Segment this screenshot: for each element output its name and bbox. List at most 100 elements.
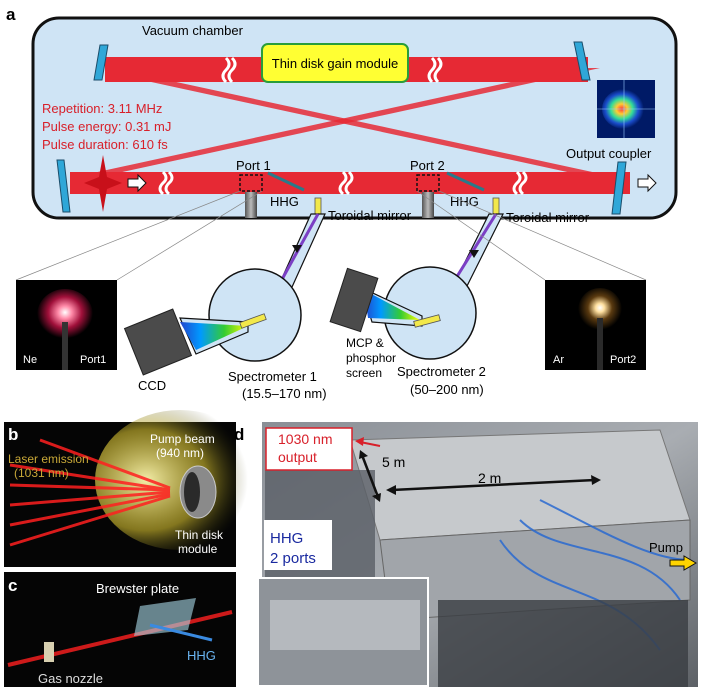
thin-disk-face <box>184 472 200 512</box>
ccd-label: CCD <box>138 378 166 393</box>
ray <box>9 494 171 547</box>
hhg-chamber <box>270 600 420 650</box>
gas-nozzle <box>44 642 54 662</box>
spec2-name: Spectrometer 2 <box>397 364 486 379</box>
hhg-plate-1 <box>267 171 305 192</box>
zoom-lines <box>15 190 647 281</box>
pump-label-1: Pump beam <box>150 432 215 446</box>
zoom-line <box>15 190 241 281</box>
output-arrow-icon <box>637 173 657 193</box>
gain-module-label: Thin disk gain module <box>272 56 398 71</box>
spark-icon <box>84 155 122 212</box>
laser-label-1: Laser emission <box>8 452 89 466</box>
ray <box>9 492 171 527</box>
panel-a: a Vacuum chamber Thin disk gain module <box>6 5 678 401</box>
nozzle-tip <box>597 318 603 370</box>
break-mark <box>158 170 168 196</box>
panel-d: d 1030 nm output 5 m 2 m HHG 2 ports Pum… <box>234 422 698 687</box>
output-coupler-mirror <box>611 161 627 215</box>
inset1-gas: Ne <box>23 354 37 366</box>
valve-icon <box>469 250 479 258</box>
break-mark <box>227 56 237 84</box>
dim-arrowhead-icon <box>386 485 396 495</box>
zoom-line <box>116 190 263 281</box>
toroidal2-label: Toroidal mirror <box>506 210 590 225</box>
optical-table <box>438 600 688 687</box>
param-pulse-duration: Pulse duration: 610 fs <box>42 137 168 152</box>
grating-1 <box>239 313 267 329</box>
panel-a-letter: a <box>6 5 16 24</box>
mcp-detector <box>329 267 379 333</box>
port2-box <box>416 174 440 192</box>
dim-arrowhead-icon <box>591 475 601 485</box>
ray <box>9 463 171 492</box>
inset2-gas: Ar <box>553 354 564 366</box>
valve-icon <box>292 245 302 253</box>
gas-nozzle-1 <box>245 192 257 218</box>
brewster-plate <box>134 598 196 636</box>
spec1-range: (15.5–170 nm) <box>242 386 327 401</box>
mcp-label-2: phosphor <box>346 351 396 365</box>
cross-beam-1 <box>105 72 620 178</box>
dim-2m-label: 2 m <box>478 470 501 486</box>
panel-d-letter: d <box>234 425 244 444</box>
dim-arrowhead-icon <box>372 493 381 502</box>
toroidal1-label: Toroidal mirror <box>328 208 412 223</box>
mirror-bottom-left <box>56 159 71 213</box>
port1-box <box>239 174 263 192</box>
ray <box>9 483 171 492</box>
laser-parameters: Repetition: 3.11 MHz Pulse energy: 0.31 … <box>42 101 171 152</box>
pump-glow <box>95 410 265 550</box>
dim-5m-line <box>360 454 380 498</box>
output-label-1: 1030 nm <box>278 431 332 447</box>
ccd-camera <box>123 308 193 376</box>
output-label-2: output <box>278 449 317 465</box>
port1-label: Port 1 <box>236 158 271 173</box>
panel-b: b Laser emission (1031 nm) Pump beam (94… <box>4 410 265 567</box>
hhg1-label: HHG <box>270 194 299 209</box>
panel-c-letter: c <box>8 576 17 595</box>
break-mark <box>221 56 231 84</box>
break-mark <box>164 170 174 196</box>
mirror-top-left <box>93 44 109 81</box>
break-mark <box>344 170 354 196</box>
break-mark <box>512 170 522 196</box>
ne-plasma <box>37 289 93 341</box>
pump-d-label: Pump <box>649 540 683 555</box>
inset2-port: Port2 <box>610 354 636 366</box>
dim-arrowhead-icon <box>359 450 368 459</box>
inset1-port: Port1 <box>80 354 106 366</box>
output-coupler-label: Output coupler <box>566 146 652 161</box>
hhg-beam <box>149 623 213 642</box>
spectrometer1-chamber <box>208 268 302 362</box>
port2-label: Port 2 <box>410 158 445 173</box>
dim-5m-label: 5 m <box>382 454 405 470</box>
nozzle-tip <box>62 322 68 370</box>
vacuum-chamber-label: Vacuum chamber <box>142 23 244 38</box>
break-mark <box>427 56 437 84</box>
output-arrowhead-icon <box>355 437 364 446</box>
spec2-range: (50–200 nm) <box>410 382 484 397</box>
panel-b-letter: b <box>8 425 18 444</box>
break-mark <box>338 170 348 196</box>
cable <box>539 499 691 561</box>
spectrum-2 <box>364 290 420 320</box>
cable <box>519 519 681 601</box>
hhg2-label: HHG <box>450 194 479 209</box>
disk-label-2: module <box>178 542 218 556</box>
dim-2m-line <box>391 478 596 492</box>
ray <box>39 438 171 490</box>
hhg-plate-2 <box>446 171 485 192</box>
zoom-line <box>416 190 546 281</box>
mcp-label-3: screen <box>346 366 382 380</box>
hhg-d-label-1: HHG <box>270 530 303 547</box>
param-repetition: Repetition: 3.11 MHz <box>42 101 162 116</box>
beam-arrow-icon <box>127 173 147 193</box>
pump-arrow-icon <box>669 555 697 571</box>
spectrum-1 <box>180 322 248 350</box>
grating-2 <box>413 314 441 328</box>
ray <box>9 490 171 507</box>
hhg-box <box>264 520 332 570</box>
nozzle-label: Gas nozzle <box>38 671 103 686</box>
